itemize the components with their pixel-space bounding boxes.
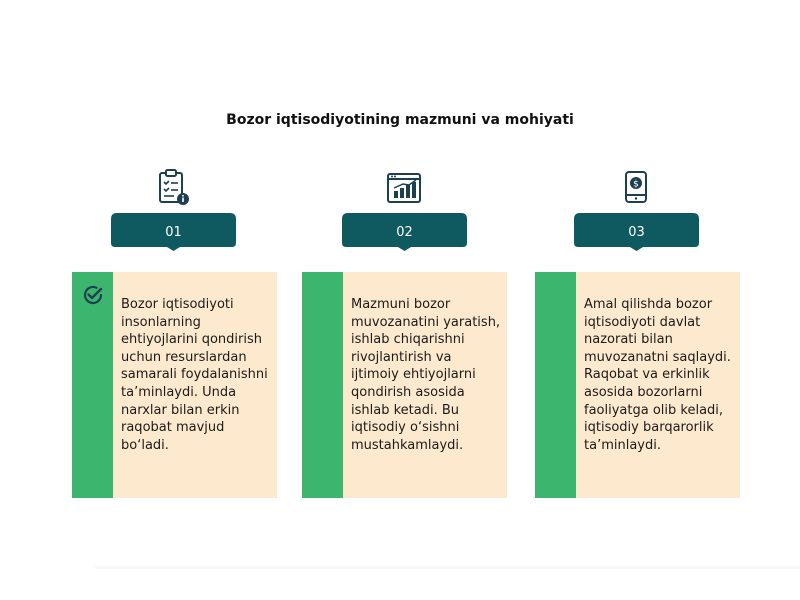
step-number: 03 (628, 224, 645, 240)
accent-bar (72, 272, 113, 498)
mobile-payment-icon: $ (617, 168, 657, 208)
accent-bar (302, 272, 343, 498)
step-number-badge: 01 (111, 213, 236, 251)
step-card: Mazmuni bozor muvozanatini yaratish, ish… (302, 272, 507, 498)
svg-text:$: $ (633, 180, 639, 190)
step-number: 01 (165, 224, 182, 240)
step-number: 02 (396, 224, 413, 240)
check-circle-icon (81, 283, 105, 307)
step-description: Amal qilishda bozor iqtisodiyoti davlat … (584, 297, 731, 453)
bar-chart-window-icon (385, 168, 425, 208)
step-card: Amal qilishda bozor iqtisodiyoti davlat … (535, 272, 740, 498)
step-card: Bozor iqtisodiyoti insonlarning ehtiyojl… (72, 272, 277, 498)
step-description: Bozor iqtisodiyoti insonlarning ehtiyojl… (121, 297, 268, 453)
page-title: Bozor iqtisodiyotining mazmuni va mohiya… (226, 112, 574, 128)
step-description: Mazmuni bozor muvozanatini yaratish, ish… (351, 297, 501, 453)
accent-bar (535, 272, 576, 498)
step-number-badge: 02 (342, 213, 467, 251)
divider (95, 566, 800, 569)
clipboard-checklist-icon (154, 168, 194, 208)
step-number-badge: 03 (574, 213, 699, 251)
